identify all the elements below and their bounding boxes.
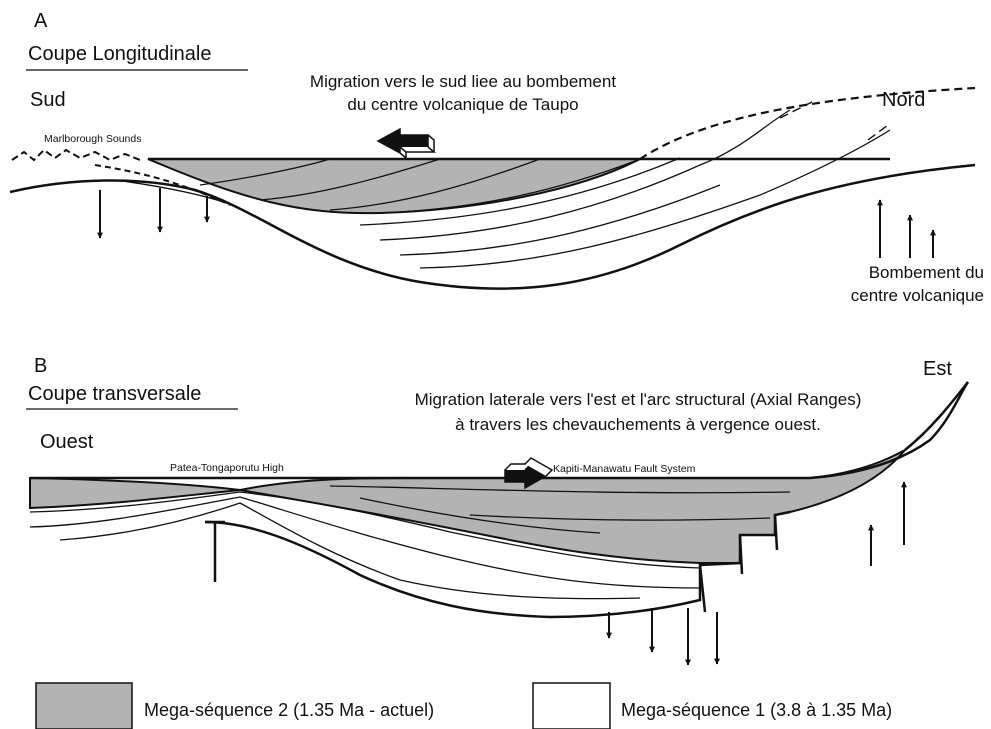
panel-b-letter: B <box>34 355 47 377</box>
legend-swatch-seq2 <box>35 682 133 729</box>
panel-a-migration-arrow <box>376 127 437 160</box>
panel-b-migration-arrow <box>504 457 554 490</box>
panel-a-south-label: Sud <box>30 89 66 111</box>
panel-a-uplift-text-1: Bombement du <box>869 263 984 282</box>
panel-b-surface-line <box>30 381 970 480</box>
panel-a-migration-text-2: du centre volcanique de Taupo <box>347 95 578 114</box>
panel-a-uplift-arrows <box>877 199 936 258</box>
panel-a-megasequence-2 <box>147 158 641 215</box>
panel-a-eroded-north <box>639 86 976 160</box>
kapiti-manawatu-fault-label: Kapiti-Manawatu Fault System <box>553 463 696 475</box>
legend: Mega-séquence 2 (1.35 Ma - actuel) Mega-… <box>35 682 892 729</box>
panel-b-west-label: Ouest <box>40 431 94 453</box>
panel-a-eroded-south <box>11 148 141 162</box>
panel-a-uplift-text-2: centre volcanique <box>851 286 984 305</box>
panel-b-uplift-arrows <box>868 481 907 566</box>
legend-swatch-seq1 <box>532 682 611 729</box>
panel-a-title: Coupe Longitudinale <box>28 43 212 65</box>
panel-b-migration-text-2: à travers les chevauchements à vergence … <box>455 415 821 434</box>
marlborough-sounds-label: Marlborough Sounds <box>44 133 141 145</box>
panel-a-letter: A <box>34 10 48 32</box>
legend-label-seq2: Mega-séquence 2 (1.35 Ma - actuel) <box>144 700 434 720</box>
panel-a-north-label: Nord <box>882 89 925 111</box>
panel-b-east-label: Est <box>923 358 952 380</box>
panel-b-basement <box>204 510 791 619</box>
panel-a-subsidence-arrows <box>97 188 210 239</box>
panel-a-migration-text-1: Migration vers le sud liee au bombement <box>310 72 616 91</box>
panel-a-section <box>9 86 976 290</box>
legend-label-seq1: Mega-séquence 1 (3.8 à 1.35 Ma) <box>621 700 892 720</box>
panel-a-basement <box>9 163 976 290</box>
panel-b-section <box>29 381 970 619</box>
panel-b-title: Coupe transversale <box>28 383 201 405</box>
patea-tongaporutu-high-label: Patea-Tongaporutu High <box>170 462 284 474</box>
panel-b-migration-text-1: Migration laterale vers l'est et l'arc s… <box>415 390 862 409</box>
panel-b-subsidence-arrows <box>606 608 720 666</box>
